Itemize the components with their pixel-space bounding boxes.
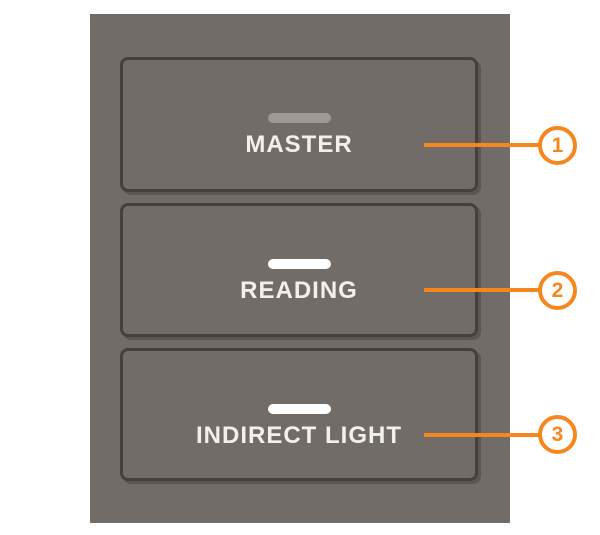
callout-number-2: 2 (551, 279, 564, 302)
indirect-light-button[interactable]: INDIRECT LIGHT (120, 348, 478, 481)
reading-button[interactable]: READING (120, 203, 478, 337)
reading-button-label: READING (240, 277, 358, 304)
master-button[interactable]: MASTER (120, 57, 478, 192)
reading-status-indicator (267, 259, 331, 269)
callout-line-1 (424, 143, 540, 147)
master-status-indicator (267, 113, 331, 123)
callout-line-3 (424, 433, 540, 437)
master-button-label: MASTER (245, 131, 353, 158)
callout-number-3: 3 (551, 423, 564, 446)
indirect-light-button-label: INDIRECT LIGHT (196, 422, 402, 449)
indirect-light-status-indicator (267, 404, 331, 414)
callout-badge-2: 2 (538, 271, 577, 310)
callout-badge-1: 1 (538, 126, 577, 165)
light-switch-panel: MASTER READING INDIRECT LIGHT (90, 14, 510, 523)
callout-badge-3: 3 (538, 415, 577, 454)
callout-number-1: 1 (551, 134, 564, 157)
callout-line-2 (424, 288, 540, 292)
